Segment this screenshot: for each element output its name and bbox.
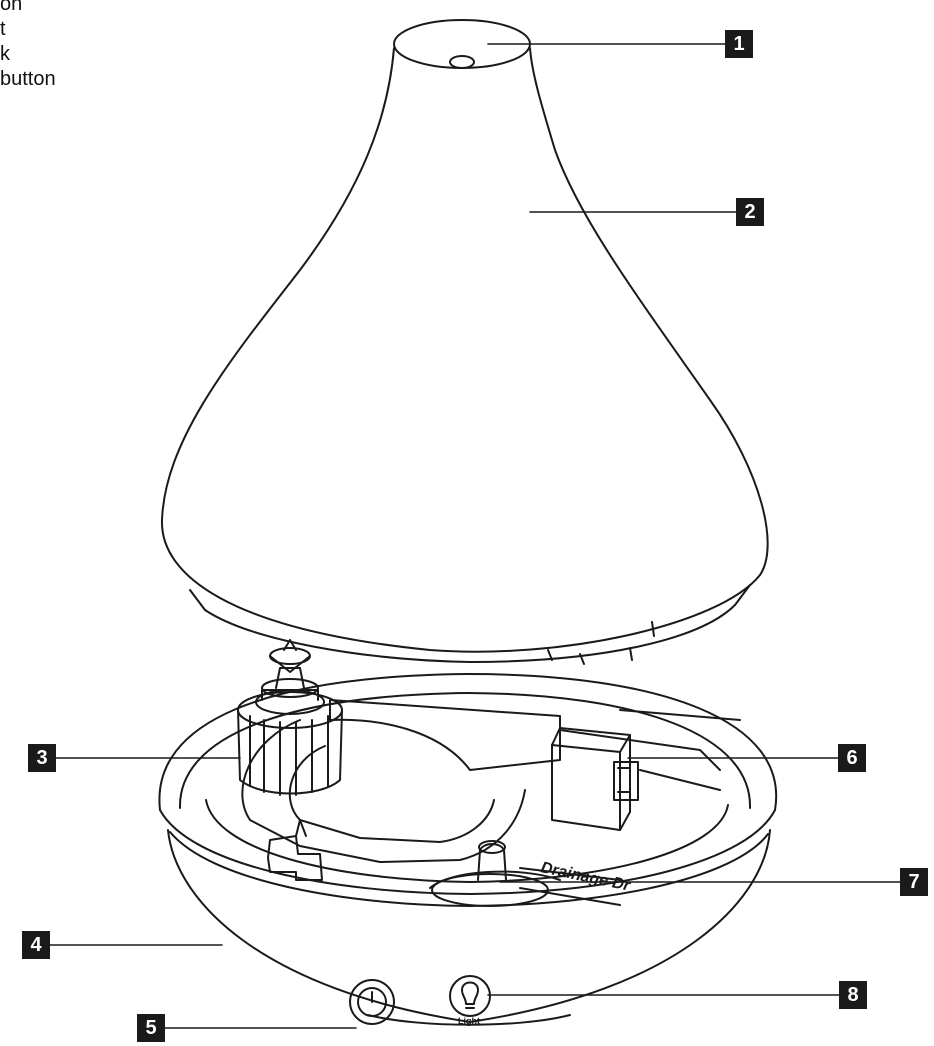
fan-bracket xyxy=(267,819,323,881)
base-bowl xyxy=(167,829,771,1023)
base xyxy=(158,639,778,1026)
callout-8: 8 xyxy=(839,981,867,1009)
mist-outlet-hole xyxy=(449,55,475,69)
base-rim-outer xyxy=(158,673,778,811)
light-label: Light xyxy=(458,1016,480,1026)
callout-6: 6 xyxy=(838,744,866,772)
callout-7: 7 xyxy=(900,868,928,896)
float-valve xyxy=(551,727,639,831)
top-cover xyxy=(160,19,769,665)
legend-line-2: t xyxy=(0,18,6,40)
power-button xyxy=(349,979,395,1025)
callout-5: 5 xyxy=(137,1014,165,1042)
legend-line-1: on xyxy=(0,0,23,15)
cover-rim xyxy=(189,584,751,663)
callout-4: 4 xyxy=(22,931,50,959)
cover-outline xyxy=(160,47,769,653)
light-button xyxy=(449,975,491,1017)
drain-area xyxy=(429,840,621,907)
callout-1: 1 xyxy=(725,30,753,58)
base-rim-inner xyxy=(178,692,752,809)
legend-text: on t k button xyxy=(0,0,120,92)
callout-3: 3 xyxy=(28,744,56,772)
legend-line-4: button xyxy=(0,68,56,90)
water-inlet-nozzle xyxy=(237,639,343,796)
callout-2: 2 xyxy=(736,198,764,226)
leader-lines xyxy=(49,43,911,1029)
legend-line-3: k xyxy=(0,43,10,65)
